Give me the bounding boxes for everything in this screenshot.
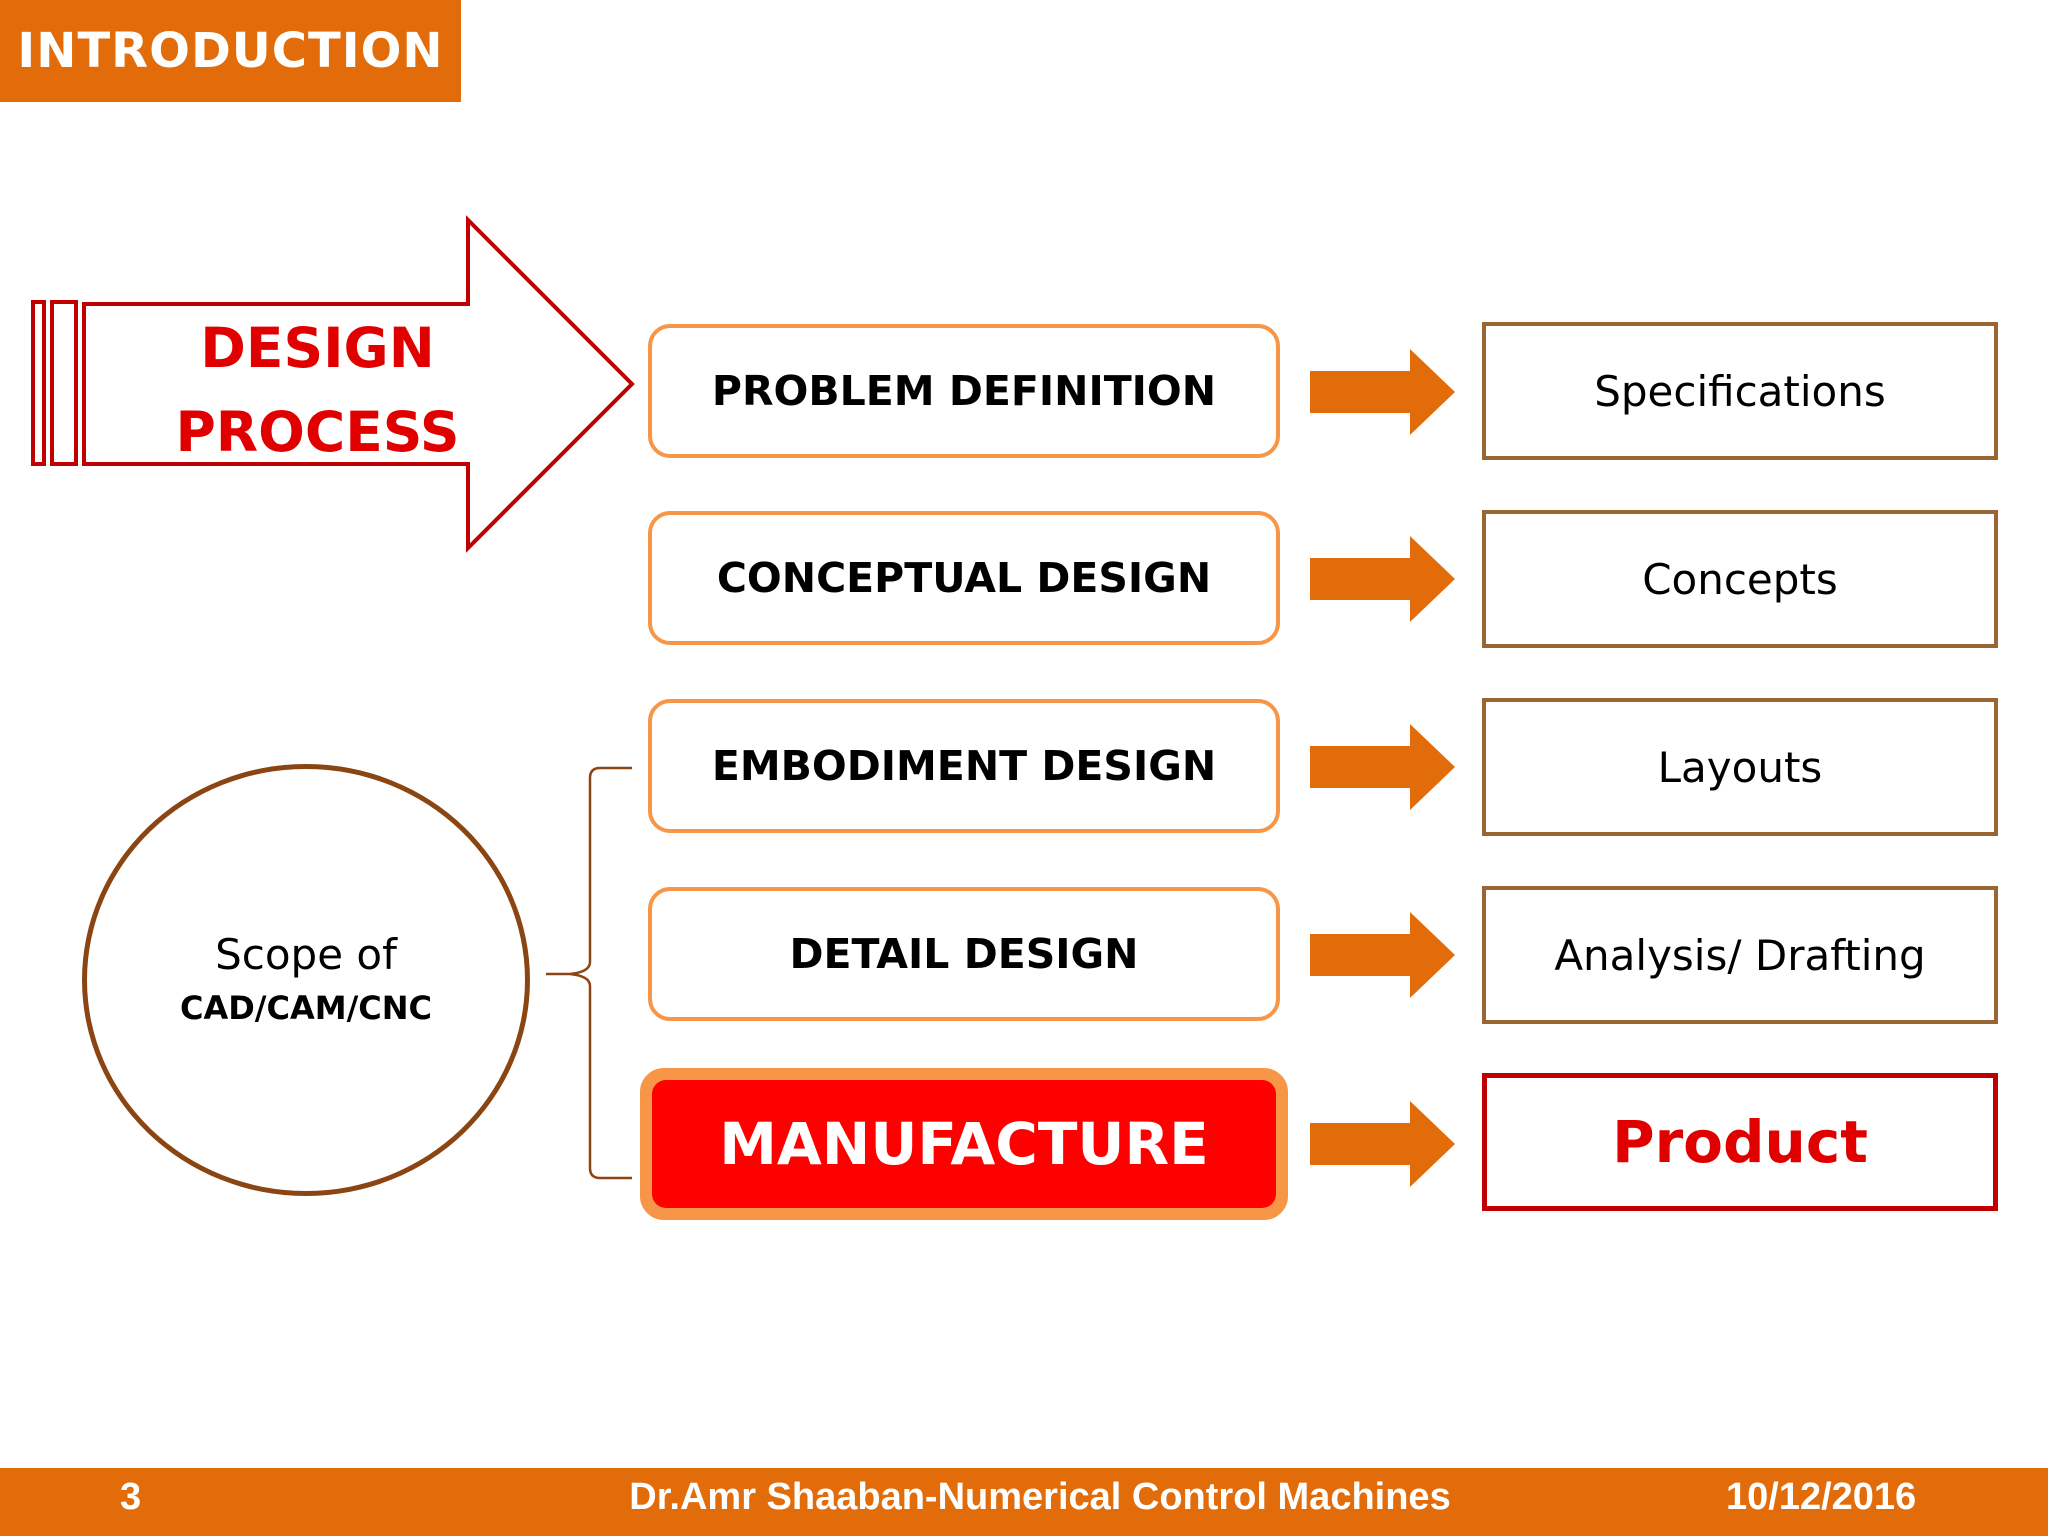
step-manufacture: MANUFACTURE [640, 1068, 1288, 1220]
step-arrow-icon [1310, 1101, 1455, 1187]
output-layouts: Layouts [1482, 698, 1998, 836]
design-process-title: DESIGN PROCESS [150, 306, 485, 474]
step-conceptual-design: CONCEPTUAL DESIGN [648, 511, 1280, 645]
footer-date: 10/12/2016 [1726, 1476, 1917, 1518]
output-analysis-drafting: Analysis/ Drafting [1482, 886, 1998, 1024]
brace-path [546, 766, 632, 1180]
scope-title: Scope of [215, 930, 397, 979]
design-process-line-2: PROCESS [175, 400, 460, 464]
step-arrow-icon [1310, 349, 1455, 435]
step-problem-definition: PROBLEM DEFINITION [648, 324, 1280, 458]
step-arrow-icon [1310, 536, 1455, 622]
arrow-tail-stripe-2 [50, 300, 78, 466]
scope-subtitle: CAD/CAM/CNC [179, 989, 433, 1027]
output-product: Product [1482, 1073, 1998, 1211]
footer-bar: 3 Dr.Amr Shaaban-Numerical Control Machi… [0, 1468, 2048, 1536]
footer-title: Dr.Amr Shaaban-Numerical Control Machine… [629, 1476, 1451, 1518]
step-embodiment-design: EMBODIMENT DESIGN [648, 699, 1280, 833]
design-process-line-1: DESIGN [200, 316, 435, 380]
scope-circle: Scope of CAD/CAM/CNC [82, 764, 530, 1196]
step-arrow-icon [1310, 724, 1455, 810]
output-specifications: Specifications [1482, 322, 1998, 460]
arrow-tail-stripe-1 [31, 300, 46, 466]
page-number: 3 [120, 1476, 142, 1518]
output-concepts: Concepts [1482, 510, 1998, 648]
step-manufacture-label: MANUFACTURE [652, 1080, 1276, 1208]
section-header: INTRODUCTION [0, 0, 461, 102]
step-arrow-icon [1310, 912, 1455, 998]
step-detail-design: DETAIL DESIGN [648, 887, 1280, 1021]
